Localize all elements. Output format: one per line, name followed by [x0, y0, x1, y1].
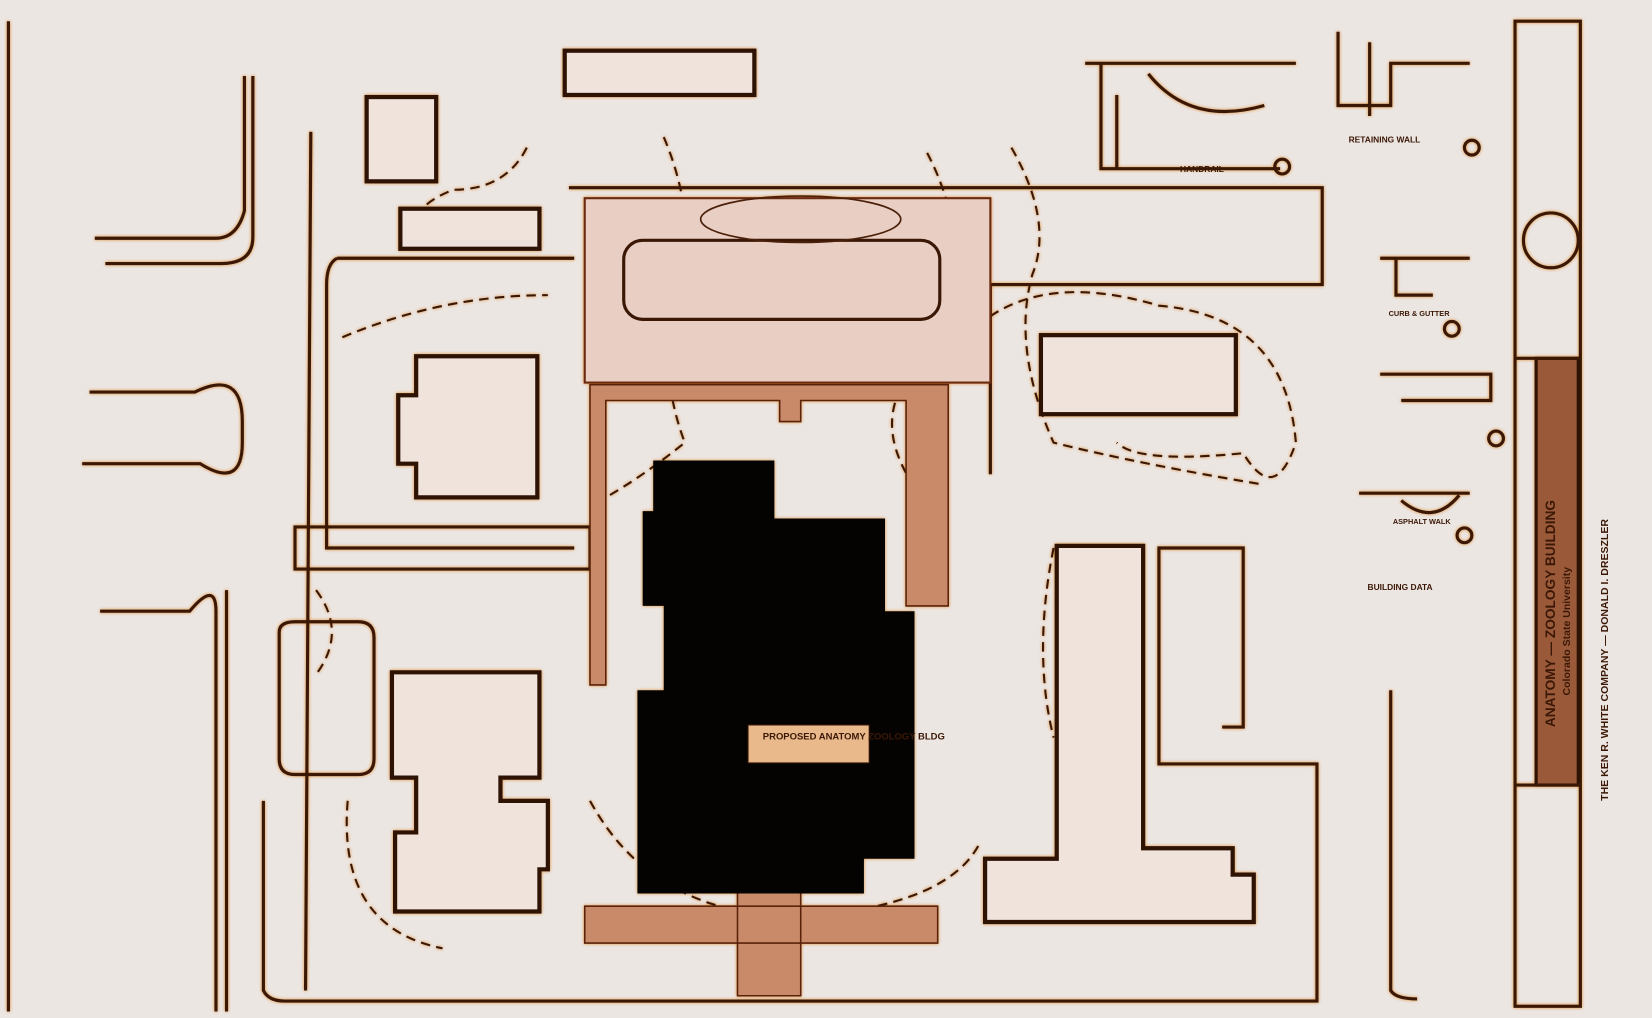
client-name: Colorado State University	[1561, 567, 1573, 696]
detail-marker-icon	[1462, 138, 1481, 157]
seal-icon	[1521, 211, 1580, 270]
proposed-building	[637, 460, 915, 894]
proposed-building-label-box	[747, 724, 870, 764]
handrail-label: HANDRAIL	[1180, 164, 1224, 174]
street-curb	[82, 383, 244, 475]
plaza-paving	[583, 197, 992, 384]
existing-building	[562, 48, 757, 98]
existing-building	[982, 543, 1256, 925]
existing-building	[396, 354, 540, 500]
asphalt-walk-label: ASPHALT WALK	[1393, 517, 1452, 526]
proposed-building-label: PROPOSED ANATOMY ZOOLOGY BLDG	[763, 732, 945, 743]
detail-marker-icon	[1273, 157, 1292, 176]
detail-marker-icon	[1487, 429, 1506, 448]
existing-building	[1038, 333, 1238, 417]
existing-building	[398, 206, 542, 251]
curb-detail	[1380, 256, 1493, 403]
existing-building	[389, 670, 550, 914]
parking-island	[277, 620, 376, 777]
street-line	[303, 131, 313, 991]
street-curb	[1389, 690, 1418, 1001]
street-curb	[94, 75, 255, 266]
site-road	[261, 546, 1319, 1003]
street-curb	[100, 590, 229, 1012]
architect-credit: THE KEN R. WHITE COMPANY — DONALD I. DRE…	[1599, 519, 1611, 801]
handrail-detail	[1085, 61, 1296, 171]
asphalt-walk-detail	[1359, 491, 1470, 515]
retaining-wall-label: RETAINING WALL	[1349, 134, 1421, 144]
planter	[699, 195, 902, 244]
brick-walk	[589, 383, 950, 686]
building-data-label: BUILDING DATA	[1368, 582, 1433, 592]
existing-building	[364, 94, 439, 184]
retaining-wall-detail	[1336, 31, 1470, 117]
title-block-frame	[1513, 19, 1582, 1008]
detail-marker-icon	[1442, 319, 1461, 338]
contour-line	[989, 291, 1297, 479]
curb-gutter-label: CURB & GUTTER	[1389, 309, 1451, 318]
parking-island	[622, 238, 942, 321]
contour-line	[345, 547, 1055, 950]
drawing-title: ANATOMY — ZOOLOGY BUILDING	[1543, 500, 1558, 727]
detail-marker-icon	[1455, 526, 1474, 545]
